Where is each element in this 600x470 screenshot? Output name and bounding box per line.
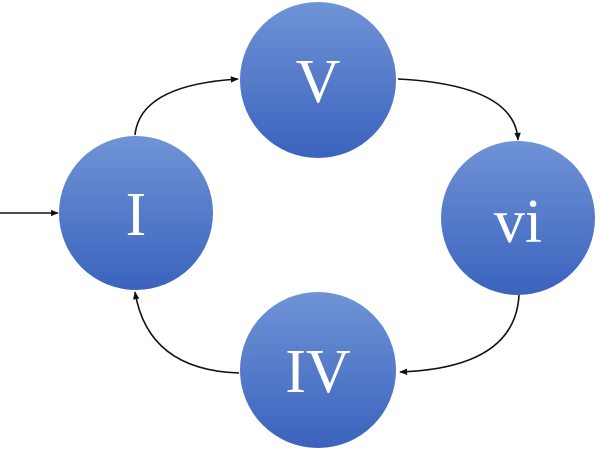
node-i-label: I bbox=[126, 181, 147, 249]
node-vi-circle bbox=[441, 141, 595, 295]
node-iv-circle bbox=[240, 292, 396, 448]
node-v-label: V bbox=[296, 48, 341, 116]
arrow-i-to-v bbox=[134, 76, 239, 136]
arrow-vi-to-iv bbox=[399, 294, 520, 375]
node-v-circle bbox=[240, 2, 396, 158]
node-vi: vi bbox=[441, 141, 595, 295]
node-i: I bbox=[59, 136, 213, 290]
node-vi-label: vi bbox=[494, 188, 542, 256]
node-iv-label: IV bbox=[285, 338, 351, 406]
arrow-v-to-vi bbox=[397, 78, 521, 141]
node-i-circle bbox=[59, 136, 213, 290]
node-iv: IV bbox=[240, 292, 396, 448]
node-v: V bbox=[240, 2, 396, 158]
arrow-iv-to-i bbox=[133, 291, 240, 374]
